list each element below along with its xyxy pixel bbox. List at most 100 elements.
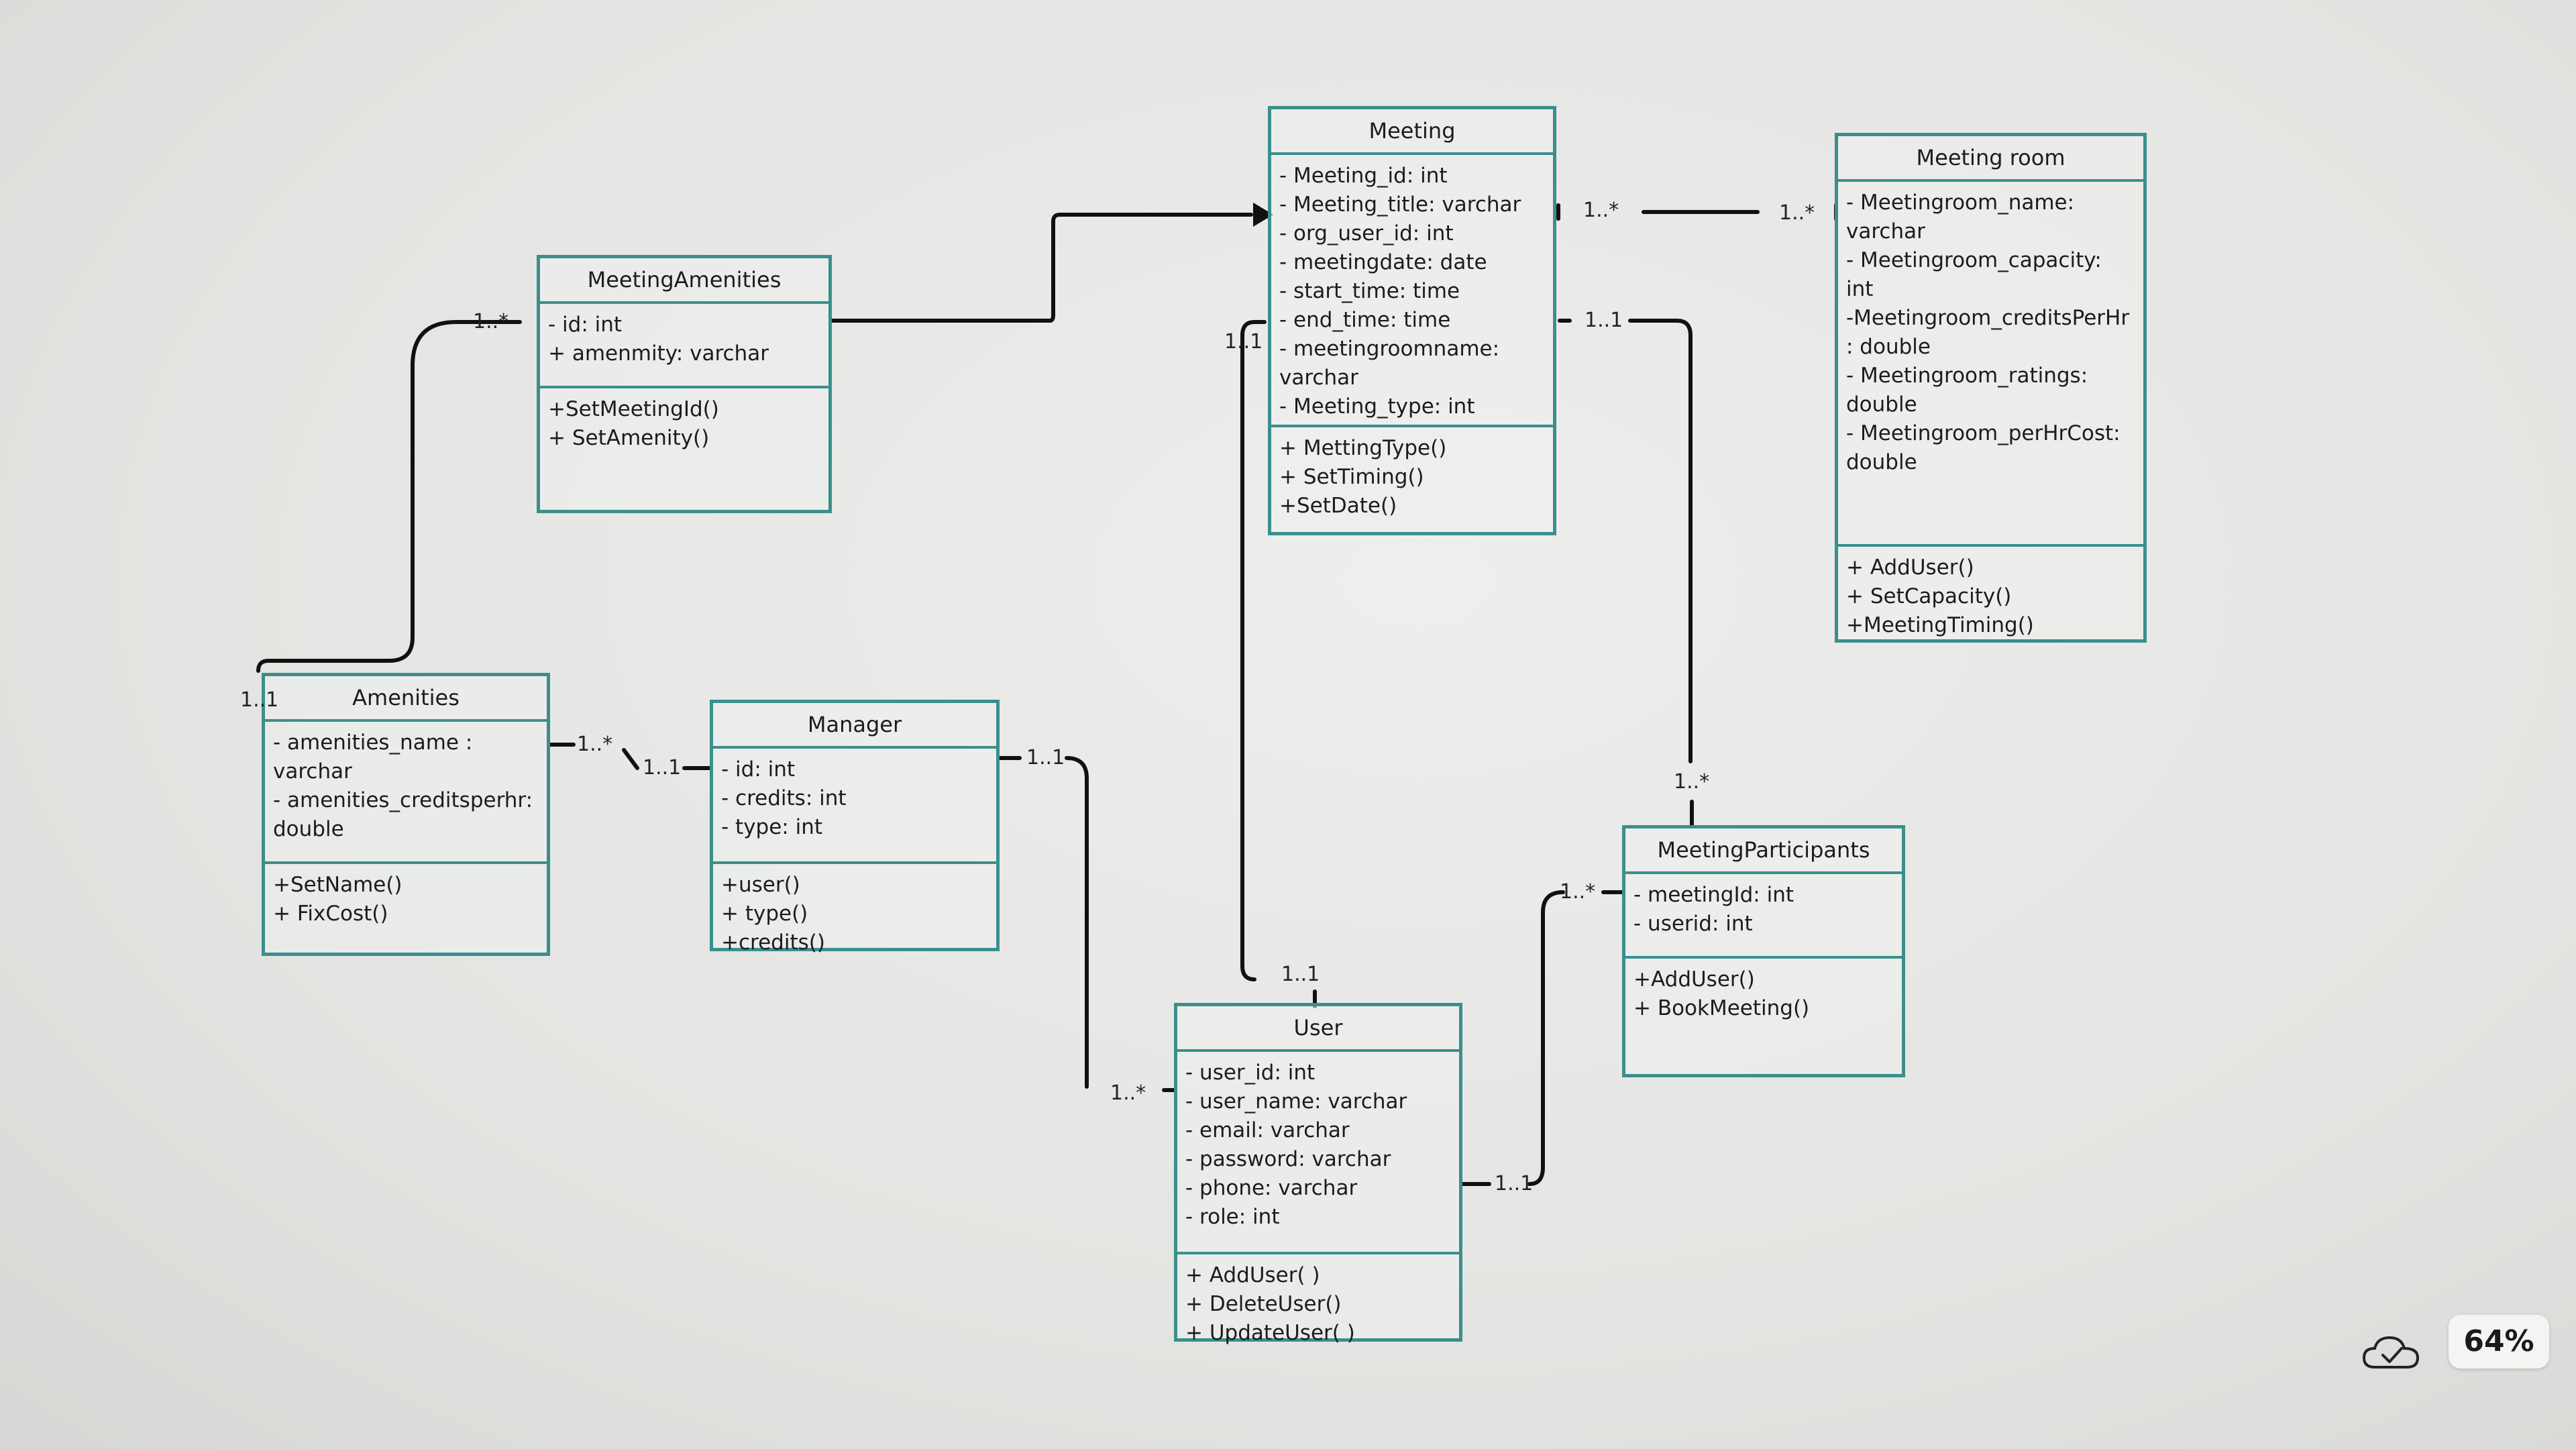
class-meeting-amenities[interactable]: MeetingAmenities - id: int + amenmity: v… [537, 255, 832, 513]
multiplicity-label: 1..1 [1585, 309, 1623, 332]
class-methods: +SetMeetingId() + SetAmenity() [540, 388, 828, 458]
class-attributes: - user_id: int - user_name: varchar - em… [1177, 1052, 1459, 1254]
attribute: - type: int [721, 815, 823, 839]
multiplicity-label: 1..* [473, 310, 509, 333]
class-methods: +SetName() + FixCost() [265, 864, 547, 934]
attribute: - password: varchar [1185, 1147, 1391, 1171]
method: + FixCost() [273, 902, 388, 926]
class-title: Manager [713, 703, 996, 749]
attribute: -Meetingroom_creditsPerHr : double [1846, 306, 2136, 359]
attribute: - Meeting_type: int [1279, 394, 1475, 419]
method: +MeetingTiming() [1846, 613, 2034, 637]
class-methods: + MettingType() + SetTiming() +SetDate() [1271, 427, 1553, 526]
class-methods: +AddUser() + BookMeeting() [1625, 959, 1902, 1028]
class-meeting-room[interactable]: Meeting room - Meetingroom_name: varchar… [1835, 133, 2147, 643]
class-attributes: - id: int - credits: int - type: int [713, 749, 996, 864]
class-title: MeetingParticipants [1625, 828, 1902, 874]
class-user[interactable]: User - user_id: int - user_name: varchar… [1174, 1003, 1462, 1345]
attribute: - userid: int [1633, 912, 1753, 936]
class-attributes: - meetingId: int - userid: int [1625, 874, 1902, 959]
line-user-to-participants [1460, 890, 1625, 1186]
multiplicity-label: 1..* [1560, 880, 1596, 904]
attribute: - Meetingroom_ratings: double [1846, 364, 2095, 417]
attribute: + amenmity: varchar [548, 341, 769, 366]
class-manager[interactable]: Manager - id: int - credits: int - type:… [710, 700, 1000, 955]
attribute: - amenities_creditsperhr: double [273, 788, 539, 841]
class-title: Meeting [1271, 109, 1553, 155]
attribute: - user_name: varchar [1185, 1089, 1407, 1114]
attribute: - Meeting_id: int [1279, 164, 1448, 188]
line-meeting-to-user [1240, 320, 1267, 981]
method: + SetTiming() [1279, 465, 1424, 489]
method: + SetAmenity() [548, 426, 710, 450]
attribute: - id: int [548, 313, 623, 337]
attribute: - user_id: int [1185, 1061, 1316, 1085]
class-methods: + AddUser( ) + DeleteUser() + UpdateUser… [1177, 1254, 1459, 1353]
line-amenities-to-manager [548, 743, 712, 770]
class-title: MeetingAmenities [540, 258, 828, 304]
multiplicity-label: 1..* [1779, 201, 1815, 225]
class-title: User [1177, 1006, 1459, 1052]
cloud-check-icon[interactable] [2361, 1334, 2422, 1374]
attribute: - meetingdate: date [1279, 250, 1487, 274]
multiplicity-label: 1..1 [1026, 746, 1065, 769]
attribute: - Meetingroom_capacity: int [1846, 248, 2108, 301]
class-methods: +user() + type() +credits() [713, 864, 996, 963]
method: + MettingType() [1279, 436, 1447, 460]
line-meeting-to-participants [1558, 319, 1693, 763]
multiplicity-label: 1..1 [1281, 963, 1320, 986]
attribute: - meetingroomname: varchar [1279, 337, 1506, 390]
attribute: - Meeting_title: varchar [1279, 193, 1521, 217]
class-amenities[interactable]: Amenities - amenities_name : varchar - a… [262, 673, 550, 956]
arrowhead-meeting [1253, 203, 1273, 227]
multiplicity-label: 1..1 [1495, 1172, 1534, 1195]
attribute: - id: int [721, 757, 796, 782]
multiplicity-label: 1..* [1674, 770, 1710, 794]
attribute: - end_time: time [1279, 308, 1451, 332]
class-meeting[interactable]: Meeting - Meeting_id: int - Meeting_titl… [1268, 106, 1556, 535]
method: +user() [721, 873, 800, 897]
class-methods: + AddUser() + SetCapacity() +MeetingTimi… [1838, 547, 2143, 645]
method: +SetDate() [1279, 494, 1397, 518]
multiplicity-label: 1..1 [1224, 330, 1263, 354]
line-manager-to-user [998, 756, 1089, 1089]
method: + UpdateUser( ) [1185, 1321, 1355, 1345]
method: +credits() [721, 930, 825, 955]
method: + type() [721, 902, 808, 926]
multiplicity-label: 1..* [577, 733, 613, 756]
method: + AddUser( ) [1185, 1263, 1320, 1287]
class-title: Amenities [265, 676, 547, 722]
attribute: - credits: int [721, 786, 847, 810]
class-attributes: - amenities_name : varchar - amenities_c… [265, 722, 547, 864]
multiplicity-label: 1..* [1110, 1081, 1146, 1105]
method: +SetName() [273, 873, 402, 897]
multiplicity-label: 1..1 [643, 756, 682, 780]
attribute: - phone: varchar [1185, 1176, 1358, 1200]
method: +AddUser() [1633, 967, 1755, 991]
class-attributes: - Meeting_id: int - Meeting_title: varch… [1271, 155, 1553, 427]
attribute: - amenities_name : varchar [273, 731, 480, 784]
zoom-level-indicator[interactable]: 64% [2449, 1315, 2549, 1368]
class-title: Meeting room [1838, 136, 2143, 182]
attribute: - org_user_id: int [1279, 221, 1454, 246]
method: + BookMeeting() [1633, 996, 1810, 1020]
attribute: - Meetingroom_name: varchar [1846, 191, 2081, 244]
attribute: - email: varchar [1185, 1118, 1350, 1142]
attribute: - Meetingroom_perHrCost: double [1846, 421, 2127, 474]
class-attributes: - Meetingroom_name: varchar - Meetingroo… [1838, 182, 2143, 547]
attribute: - role: int [1185, 1205, 1280, 1229]
multiplicity-label: 1..1 [240, 688, 279, 712]
method: + DeleteUser() [1185, 1292, 1342, 1316]
method: + AddUser() [1846, 555, 1974, 580]
method: +SetMeetingId() [548, 397, 719, 421]
multiplicity-label: 1..* [1583, 199, 1619, 222]
class-meeting-participants[interactable]: MeetingParticipants - meetingId: int - u… [1622, 825, 1905, 1077]
attribute: - meetingId: int [1633, 883, 1794, 907]
line-amenities-to-meeting [830, 213, 1253, 323]
attribute: - start_time: time [1279, 279, 1460, 303]
class-attributes: - id: int + amenmity: varchar [540, 304, 828, 388]
line-amenities-to-meetingamenities [256, 320, 522, 673]
method: + SetCapacity() [1846, 584, 2012, 608]
